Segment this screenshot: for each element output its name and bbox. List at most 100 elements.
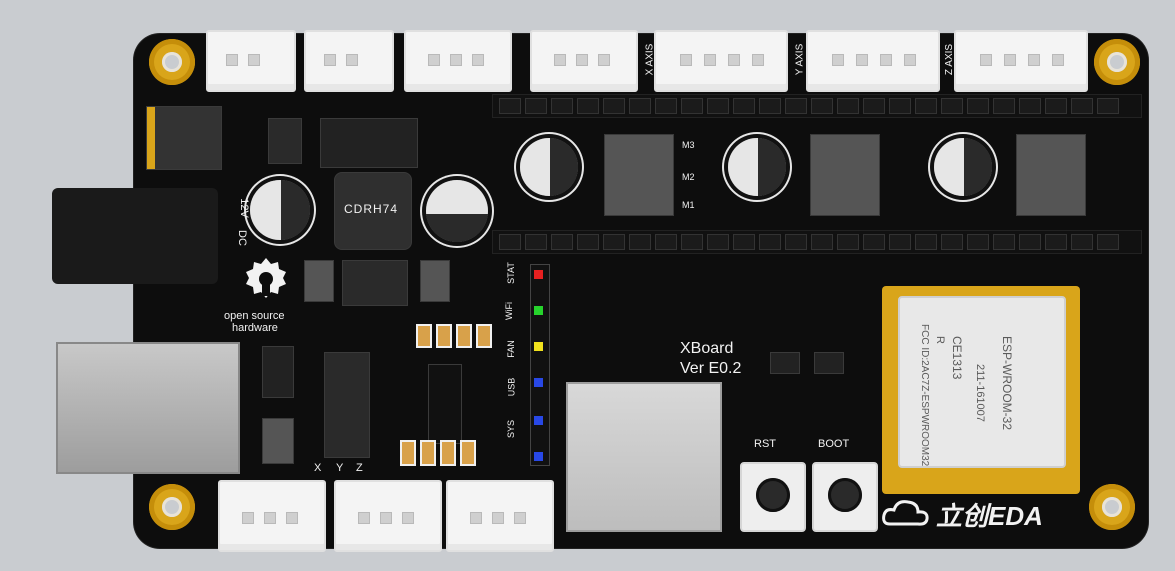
led-label-sys: SYS: [506, 419, 517, 439]
led-stat-icon: [534, 270, 543, 279]
header-pin: [1045, 234, 1067, 250]
x-axis-label: X AXIS: [644, 43, 656, 76]
header-pin: [889, 234, 911, 250]
mounting-hole-top-right: [1094, 39, 1140, 85]
header-pin: [655, 234, 677, 250]
dc-power-jack[interactable]: [52, 188, 218, 284]
dc-voltage-label: 12V: [237, 198, 250, 218]
led-strip: [530, 264, 550, 466]
switch-jumper[interactable]: [262, 346, 294, 398]
module-code: 211-161007: [974, 364, 986, 422]
led-extra-icon: [534, 452, 543, 461]
header-pin: [499, 98, 521, 114]
header-pin: [863, 234, 885, 250]
header-pin: [707, 234, 729, 250]
connector-top-2: [304, 30, 394, 92]
header-pin: [603, 234, 625, 250]
driver-header-top: [492, 94, 1142, 118]
resistor-1: [416, 324, 432, 348]
header-pin: [1097, 98, 1119, 114]
header-pin: [551, 234, 573, 250]
fuse-1: [304, 260, 334, 302]
header-pin: [603, 98, 625, 114]
power-ic: [320, 118, 418, 168]
esp32-module: [898, 296, 1066, 468]
usb-port[interactable]: [56, 342, 240, 474]
header-pin: [655, 98, 677, 114]
y-axis-label: Y AXIS: [794, 43, 806, 76]
resistor-4: [476, 324, 492, 348]
led-usb-icon: [534, 378, 543, 387]
resistor-2: [436, 324, 452, 348]
header-pin: [811, 98, 833, 114]
header-pin: [1071, 234, 1093, 250]
header-pin: [993, 98, 1015, 114]
led-label-wifi: WiFi: [504, 302, 514, 320]
connector-bottom-1: [218, 480, 326, 552]
header-pin: [889, 98, 911, 114]
mounting-hole-top-left: [149, 39, 195, 85]
header-pin: [811, 234, 833, 250]
jumper-label-m3: M3: [682, 140, 695, 150]
header-pin: [837, 98, 859, 114]
jumper-label-m1: M1: [682, 200, 695, 210]
module-name: ESP-WROOM-32: [1000, 336, 1014, 431]
bottom-label-z: Z: [356, 462, 363, 474]
header-pin: [681, 98, 703, 114]
header-pin: [629, 234, 651, 250]
header-pin: [941, 234, 963, 250]
led-wifi-icon: [534, 306, 543, 315]
usb-diode: [262, 418, 294, 464]
bottom-label-y: Y: [336, 462, 344, 474]
mounting-hole-bottom-right: [1089, 484, 1135, 530]
header-pin: [707, 98, 729, 114]
header-pin: [863, 98, 885, 114]
header-pin: [1019, 98, 1041, 114]
module-fcc: FCC ID:2AC7Z-ESPWROOM32: [919, 324, 930, 467]
boot-button[interactable]: [812, 462, 878, 532]
resistor-8: [460, 440, 476, 466]
boot-label: BOOT: [818, 438, 850, 450]
header-pin: [1071, 98, 1093, 114]
cloud-icon: [880, 498, 932, 528]
resistor-3: [456, 324, 472, 348]
oshw-gear-icon: [242, 256, 290, 302]
header-pin: [499, 234, 521, 250]
header-pin: [941, 98, 963, 114]
header-pin: [1019, 234, 1041, 250]
connector-top-3: [404, 30, 512, 92]
header-pin: [759, 98, 781, 114]
header-pin: [915, 98, 937, 114]
rst-button[interactable]: [740, 462, 806, 532]
driver-capacitor-3: [934, 138, 992, 196]
header-pin: [551, 98, 573, 114]
board-name: XBoard: [680, 340, 734, 357]
connector-top-4: [530, 30, 638, 92]
input-capacitor: [250, 180, 310, 240]
inductor: [334, 172, 412, 250]
header-pin: [733, 234, 755, 250]
sd-card-slot[interactable]: [566, 382, 722, 532]
resistor-5: [400, 440, 416, 466]
oshw-line-1: open source: [224, 310, 285, 322]
header-pin: [967, 98, 989, 114]
fuse-2: [420, 260, 450, 302]
module-ce: CE1313: [950, 336, 964, 380]
led-label-usb: USB: [506, 377, 517, 397]
transistor-2: [814, 352, 844, 374]
led-sys-icon: [534, 416, 543, 425]
header-pin: [993, 234, 1015, 250]
dc-prefix-label: DC: [235, 230, 248, 246]
header-pin: [759, 234, 781, 250]
jumper-label-m2: M2: [682, 172, 695, 182]
microstep-jumpers-1: [604, 134, 674, 216]
pcb-board: X AXIS Y AXIS Z AXIS M3 M2 M1 CDRH74 12V…: [52, 30, 1148, 552]
mounting-hole-bottom-left: [149, 484, 195, 530]
board-version: Ver E0.2: [680, 360, 742, 377]
connector-z-axis: [954, 30, 1088, 92]
header-pin: [785, 234, 807, 250]
regulator-3v3: [428, 364, 462, 444]
header-pin: [525, 234, 547, 250]
connector-bottom-2: [334, 480, 442, 552]
header-pin: [733, 98, 755, 114]
